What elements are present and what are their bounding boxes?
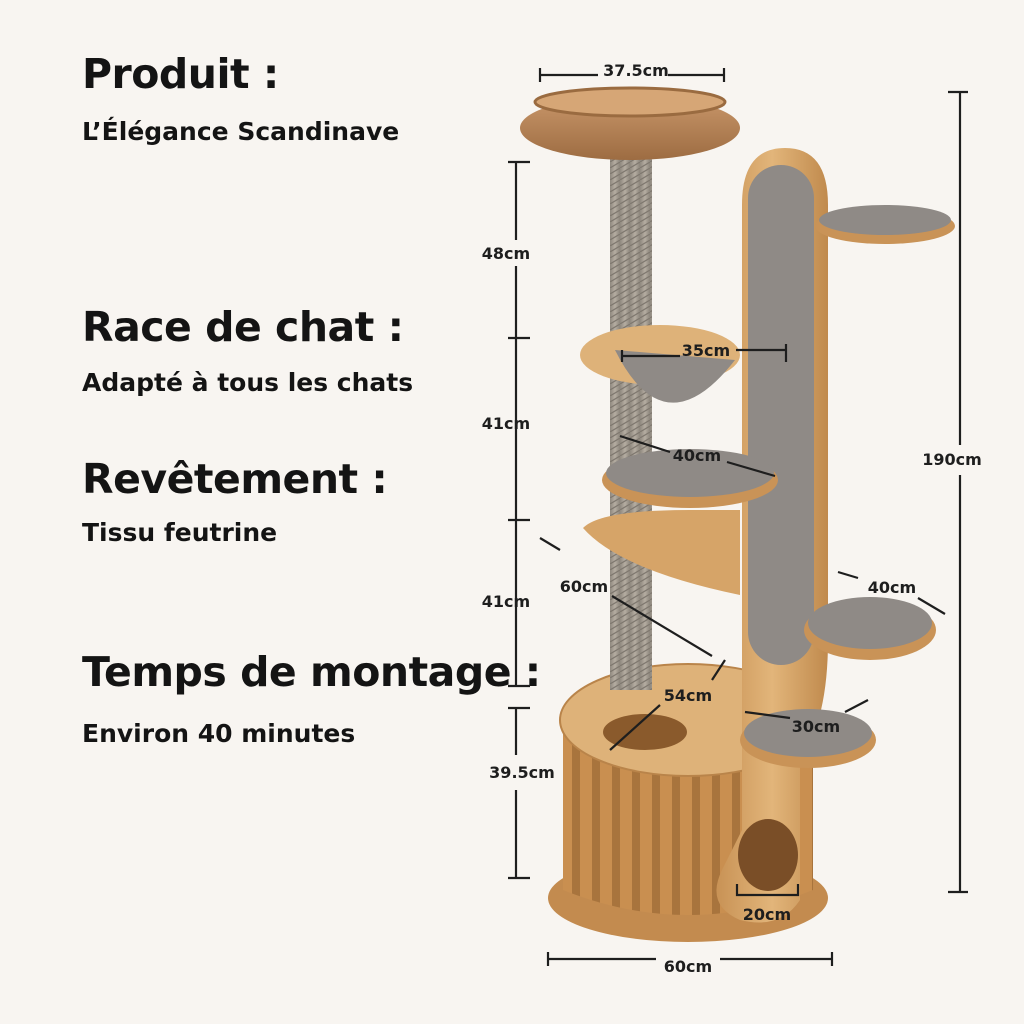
dim-base-top-54: 54cm [664, 686, 712, 705]
dim-total-height: 190cm [922, 450, 982, 469]
rattan-basket [520, 86, 740, 160]
dim-basket-width: 37.5cm [603, 61, 669, 80]
spec-assembly-time-label: Temps de montage : [82, 648, 541, 696]
base-top-hole [603, 714, 687, 750]
platform-40-lower [804, 597, 936, 660]
dim-height-41-upper: 41cm [482, 414, 530, 433]
spec-product-label: Produit : [82, 50, 279, 98]
dim-hammock-width: 35cm [682, 341, 730, 360]
spec-cat-breed: Race de chat : Adapté à tous les chats [82, 303, 414, 397]
dim-base-width: 60cm [664, 957, 712, 976]
spec-coating-value: Tissu feutrine [82, 518, 278, 547]
spec-assembly-time: Temps de montage : Environ 40 minutes [82, 648, 541, 748]
dim-platform-40-lower: 40cm [868, 578, 916, 597]
platform-40-upper [602, 449, 778, 508]
spec-cat-breed-label: Race de chat : [82, 303, 404, 351]
platform-top-right [815, 205, 955, 244]
felt-scratch-panel [748, 165, 814, 665]
hammock-platform [580, 325, 740, 403]
platform-60-wood [583, 510, 740, 595]
platform-30 [740, 709, 876, 768]
spec-assembly-time-value: Environ 40 minutes [82, 719, 356, 748]
dimension-lines [508, 68, 968, 966]
sisal-post [610, 150, 652, 690]
board-hole [738, 819, 798, 891]
spec-product-value: L’Élégance Scandinave [82, 117, 400, 146]
dim-platform-40-upper: 40cm [673, 446, 721, 465]
spec-coating: Revêtement : Tissu feutrine [82, 455, 388, 547]
spec-coating-label: Revêtement : [82, 455, 388, 503]
spec-product: Produit : L’Élégance Scandinave [82, 50, 400, 146]
dim-height-41-lower: 41cm [482, 592, 530, 611]
dim-height-48: 48cm [482, 244, 530, 263]
dim-platform-30: 30cm [792, 717, 840, 736]
dim-base-height: 39.5cm [489, 763, 555, 782]
spec-cat-breed-value: Adapté à tous les chats [82, 368, 414, 397]
dim-platform-60: 60cm [560, 577, 608, 596]
dim-hole-20: 20cm [743, 905, 791, 924]
